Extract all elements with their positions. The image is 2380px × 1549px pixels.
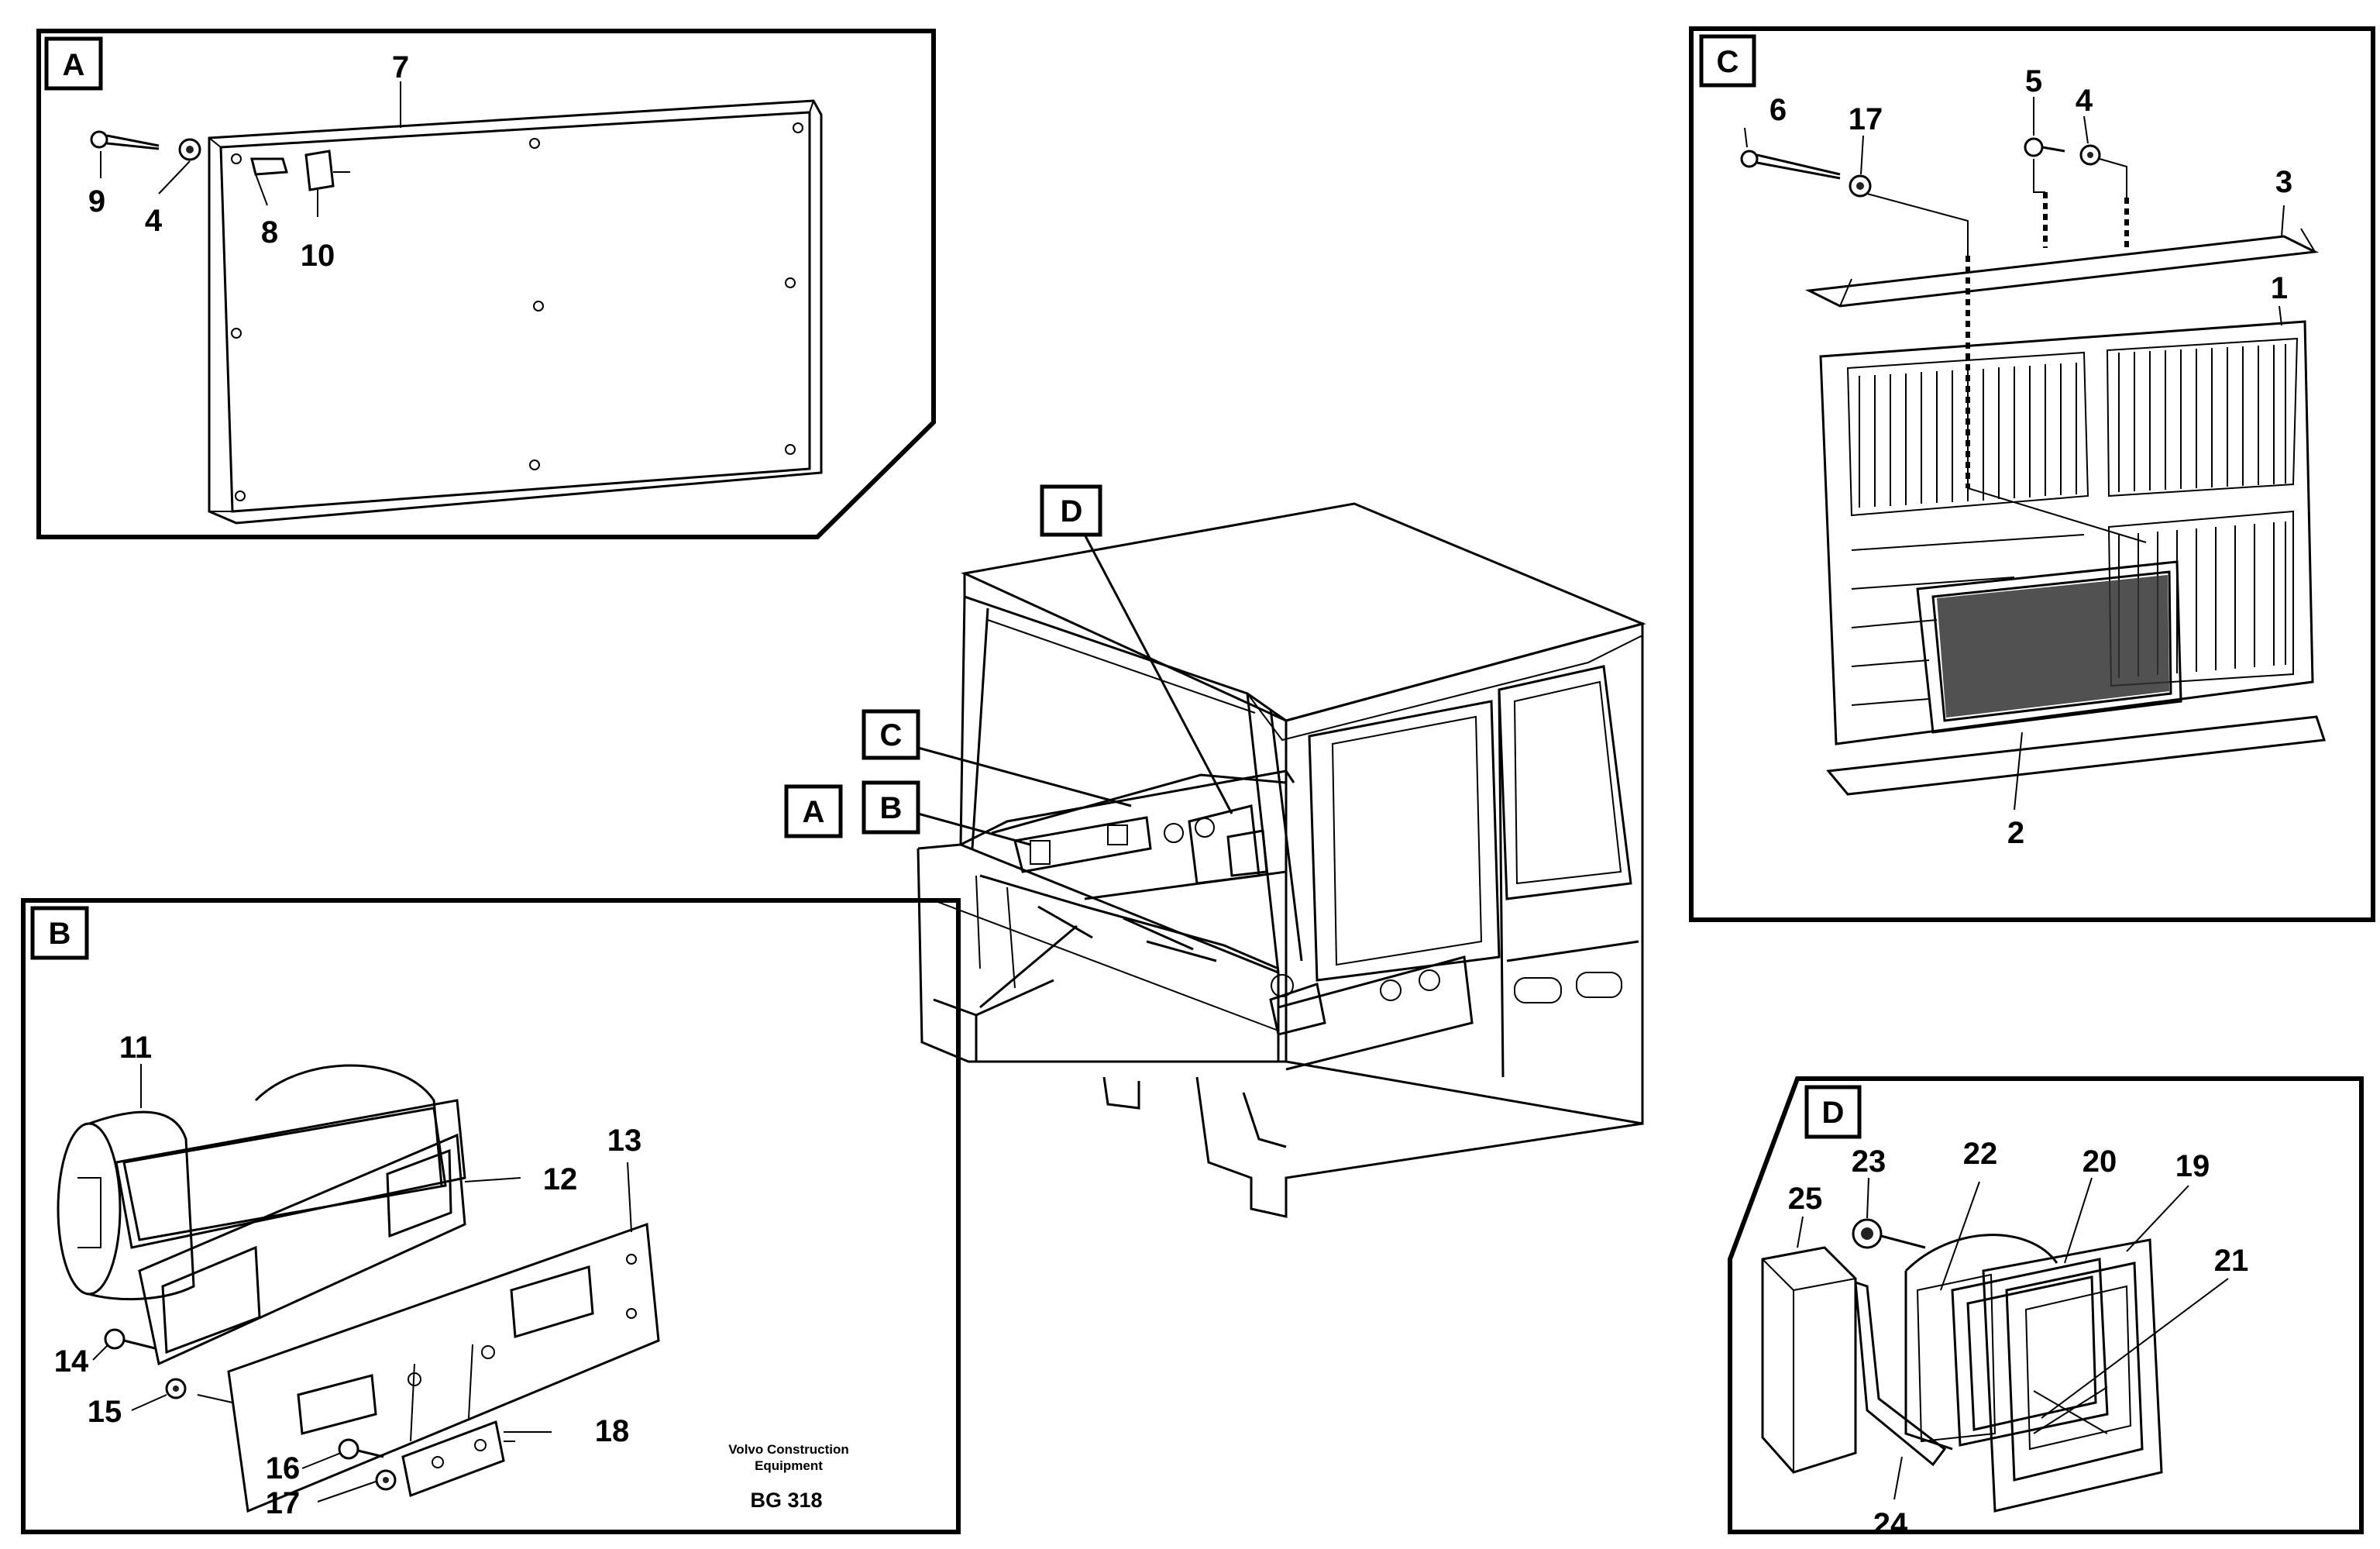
part-24-label: 24: [1873, 1507, 1908, 1541]
part-23-label: 23: [1852, 1145, 1886, 1179]
screw-icon: [338, 1438, 384, 1460]
callout-box-a: [784, 784, 843, 838]
part-16-label: 16: [266, 1451, 301, 1485]
leader-d: [1083, 534, 1233, 814]
leader-c: [917, 746, 1132, 807]
part-21-label: 21: [2214, 1244, 2249, 1278]
callout-box-d: [1040, 484, 1102, 537]
part-19-label: 19: [2175, 1149, 2210, 1183]
part-13-label: 13: [607, 1124, 642, 1158]
cover-panel: [208, 99, 823, 525]
filter-housing: [1819, 320, 2314, 745]
callout-box-c: [862, 709, 920, 760]
washer-icon: [2079, 144, 2101, 166]
drawing-code: BG 318: [750, 1489, 822, 1512]
view-d-tag-box: [1804, 1085, 1862, 1139]
view-d-tag: D: [1822, 1096, 1845, 1130]
part-11-label: 11: [119, 1031, 152, 1065]
part-7-label: 7: [392, 50, 409, 84]
footer: Volvo Construction Equipment BG 318: [728, 1442, 849, 1512]
part-20-label: 20: [2082, 1145, 2117, 1179]
part-5-label: 5: [2025, 64, 2042, 98]
part-15-label: 15: [88, 1395, 122, 1429]
bottom-rail: [1826, 715, 2327, 796]
part-17-label: 17: [1849, 102, 1883, 136]
view-a-tag-box: [44, 36, 103, 91]
part-12-label: 12: [543, 1162, 578, 1196]
view-c: C: [1689, 26, 2375, 922]
callout-b: B: [880, 791, 903, 825]
view-c-tag-box: [1699, 34, 1756, 88]
inner-frame: [1982, 1238, 2163, 1513]
part-1-label: 1: [2271, 271, 2288, 305]
screw-icon: [1740, 150, 1841, 180]
outer-frame: [1951, 1258, 2109, 1447]
view-b-tag-box: [30, 906, 89, 960]
screw-icon: [90, 130, 160, 150]
part-8-label: 8: [261, 215, 278, 250]
leader-a: [979, 924, 1078, 1009]
part-18-label: 18: [595, 1414, 630, 1448]
seal-strip: [1854, 1280, 1947, 1467]
callout-box-b: [862, 780, 920, 835]
part-25-label: 25: [1788, 1182, 1823, 1216]
top-rail: [1804, 235, 2320, 308]
gasket-frame: [138, 1133, 466, 1366]
latch-pin-icon: [250, 157, 288, 176]
latch-icon: [304, 150, 335, 191]
view-d: D: [1728, 1076, 2364, 1541]
washer-icon: [375, 1469, 397, 1491]
cab-illustration: D C A B: [784, 484, 1646, 1218]
manufacturer-line2: Equipment: [755, 1458, 823, 1473]
part-9-label: 9: [88, 184, 105, 219]
part-4-label: 4: [145, 204, 163, 238]
filter-element: [1916, 560, 2182, 734]
part-14-label: 14: [54, 1344, 89, 1379]
view-a: A 7 9: [36, 29, 936, 539]
mounting-plate: [227, 1222, 660, 1513]
callout-d: D: [1061, 494, 1083, 528]
callout-a: A: [803, 795, 825, 829]
foam-block: [1761, 1246, 1857, 1474]
part-2-label: 2: [2007, 816, 2024, 850]
screw-icon: [104, 1328, 156, 1350]
washer-icon: [1849, 174, 1872, 198]
bracket-icon: [401, 1420, 515, 1498]
part-6-label: 6: [1770, 93, 1787, 127]
part-4-label: 4: [2076, 84, 2093, 118]
part-17-label: 17: [266, 1486, 301, 1520]
blower-icon: [57, 1064, 466, 1301]
view-c-tag: C: [1717, 45, 1739, 79]
view-a-tag: A: [63, 48, 85, 82]
grommet-icon: [1852, 1218, 1926, 1249]
manufacturer-line1: Volvo Construction: [728, 1442, 849, 1457]
washer-icon: [165, 1378, 187, 1399]
view-b: B: [21, 898, 961, 1534]
callout-c: C: [880, 718, 903, 752]
part-10-label: 10: [301, 239, 335, 273]
part-3-label: 3: [2275, 165, 2292, 199]
leader-b: [917, 812, 1031, 846]
part-22-label: 22: [1963, 1137, 1998, 1171]
nut-icon: [2024, 137, 2065, 157]
view-b-tag: B: [49, 917, 71, 951]
washer-icon: [178, 138, 201, 161]
